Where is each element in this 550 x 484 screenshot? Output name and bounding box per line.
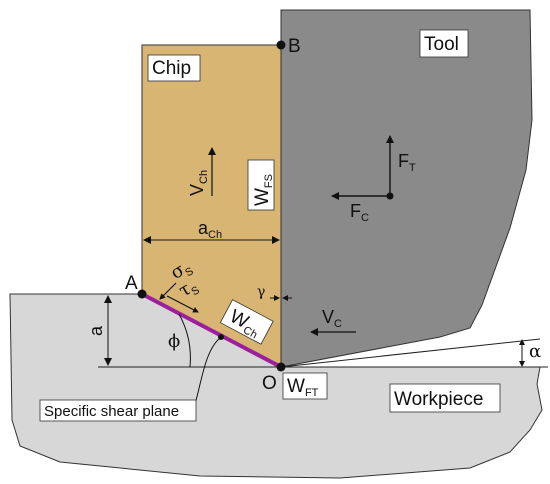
fc-label: FC	[350, 201, 369, 224]
vc-label: VC	[322, 307, 342, 330]
force-origin-dot	[386, 192, 394, 200]
wft-label-box	[282, 372, 328, 400]
chip-label-box	[147, 54, 201, 82]
vch-label: VCh	[187, 170, 210, 196]
workpiece-label-box	[389, 383, 501, 413]
workpiece-label: Workpiece	[394, 389, 483, 410]
shear-plane-leader-dot	[218, 334, 224, 340]
point-a-dot	[137, 289, 147, 299]
gamma-label: γ	[257, 284, 265, 300]
tau-arrow	[166, 295, 199, 313]
tool-label: Tool	[424, 34, 459, 55]
shear-plane-label: Specific shear plane	[44, 403, 179, 420]
wfs-label-box	[247, 159, 275, 211]
tool-label-box	[419, 29, 469, 58]
shear-plane-leader	[194, 336, 222, 405]
depth-label: a	[86, 325, 106, 336]
ft-label: FT	[398, 151, 416, 174]
point-b-dot	[276, 40, 286, 50]
phi-arc	[178, 313, 191, 368]
wft-label: WFT	[287, 376, 319, 399]
tool-body	[280, 9, 533, 368]
point-a-label: A	[125, 273, 138, 294]
wfs-label: WFS	[252, 174, 275, 206]
point-b-label: B	[288, 36, 301, 57]
sigma-arrow	[159, 282, 177, 300]
point-o-dot	[276, 362, 286, 372]
ach-label: aCh	[198, 218, 222, 241]
phi-label: ϕ	[168, 331, 180, 352]
clearance-line	[280, 338, 541, 368]
chip-label: Chip	[152, 58, 191, 79]
shear-plane-label-box	[39, 399, 197, 422]
alpha-label: α	[529, 341, 541, 362]
point-o-label: O	[262, 373, 277, 394]
shear-plane-line	[141, 292, 282, 369]
w-ch-label-box: WCh	[219, 299, 274, 345]
